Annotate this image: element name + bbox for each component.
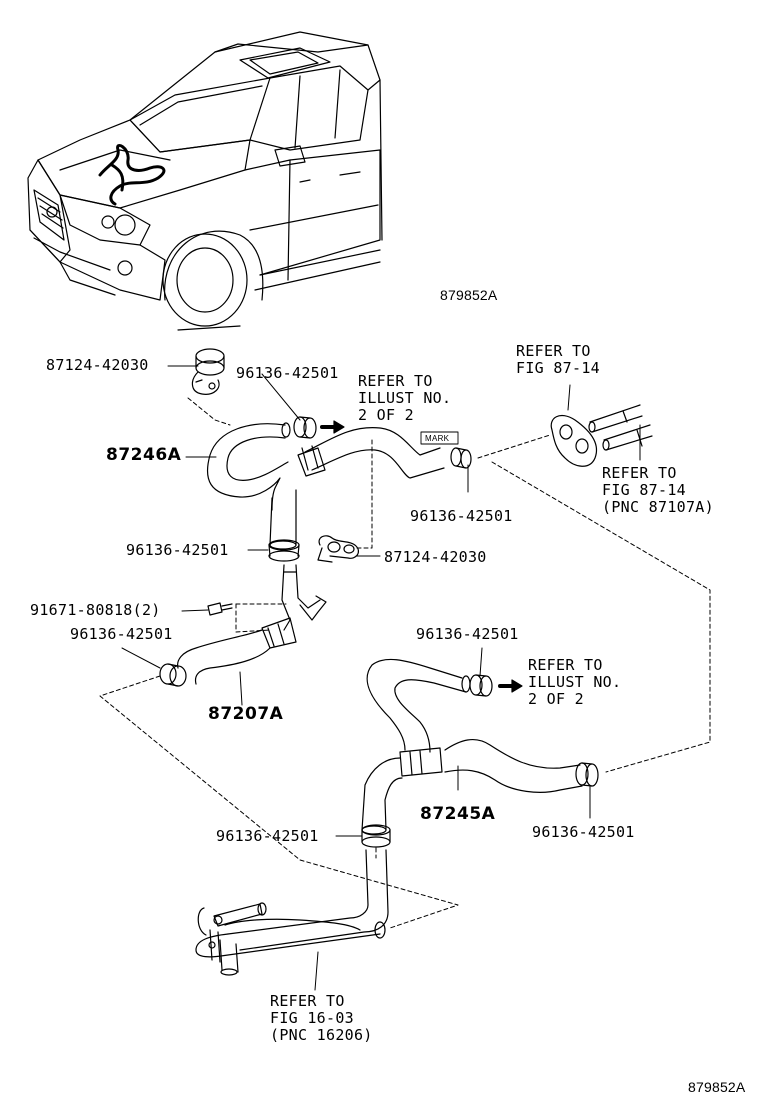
part-label-87124-top[interactable]: 87124-42030 — [46, 356, 149, 374]
dashed-lines — [99, 397, 711, 929]
arrow-right-icon-2 — [498, 679, 523, 693]
ref-fig-16-03[interactable]: REFER TO FIG 16-03 (PNC 16206) — [270, 992, 373, 1044]
bolt-91671 — [207, 602, 233, 616]
part-label-96136-d[interactable]: 96136-42501 — [70, 625, 173, 643]
part-label-96136-c[interactable]: 96136-42501 — [126, 541, 229, 559]
ref-illust-2[interactable]: REFER TO ILLUST NO. 2 OF 2 — [528, 656, 622, 708]
part-label-87245A[interactable]: 87245A — [420, 804, 496, 824]
hose-87207A — [159, 564, 327, 687]
clamp-96136-b — [450, 447, 472, 469]
heater-pipe-assembly — [195, 849, 389, 976]
ref-fig-87-14-top[interactable]: REFER TO FIG 87-14 — [516, 342, 600, 377]
ref-illust-1[interactable]: REFER TO ILLUST NO. 2 OF 2 — [358, 372, 452, 424]
part-label-96136-e[interactable]: 96136-42501 — [416, 625, 519, 643]
arrow-right-icon — [320, 420, 345, 434]
part-label-96136-a[interactable]: 96136-42501 — [236, 364, 339, 382]
part-label-91671[interactable]: 91671-80818(2) — [30, 601, 161, 619]
part-label-87246A[interactable]: 87246A — [106, 445, 182, 465]
part-label-87207A[interactable]: 87207A — [208, 704, 284, 724]
clamp-87124-mid — [317, 535, 360, 563]
part-label-96136-b[interactable]: 96136-42501 — [410, 507, 513, 525]
mark-label: MARK — [425, 434, 450, 443]
vehicle-illustration — [27, 31, 383, 331]
mark-box — [420, 431, 459, 445]
leader-lines — [121, 365, 641, 991]
figure-code-bottom: 879852A — [688, 1079, 746, 1095]
grommet-fig-87-14 — [550, 404, 653, 467]
clamp-87124-top — [191, 348, 225, 395]
hose-87245A — [361, 658, 599, 835]
hose-87246A — [206, 422, 445, 550]
part-label-87124-mid[interactable]: 87124-42030 — [384, 548, 487, 566]
part-label-96136-g[interactable]: 96136-42501 — [216, 827, 319, 845]
ref-fig-87-14-pnc[interactable]: REFER TO FIG 87-14 (PNC 87107A) — [602, 464, 714, 516]
clamp-96136-a — [293, 416, 317, 439]
figure-code-top: 879852A — [440, 287, 498, 303]
part-label-96136-f[interactable]: 96136-42501 — [532, 823, 635, 841]
clamp-96136-c — [268, 539, 300, 562]
